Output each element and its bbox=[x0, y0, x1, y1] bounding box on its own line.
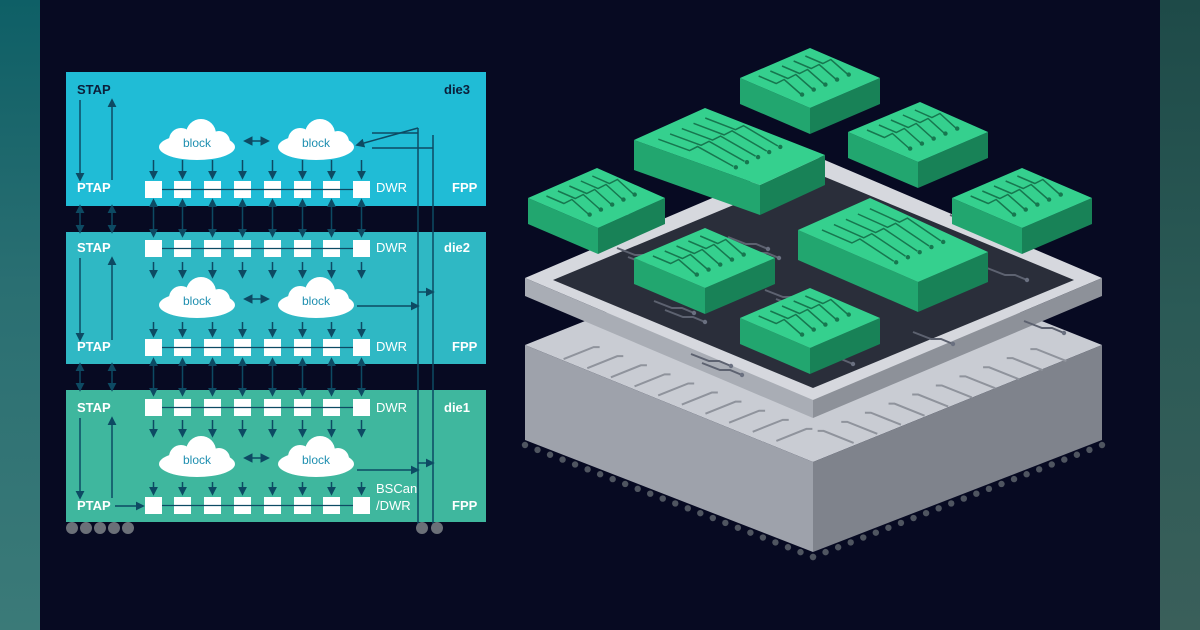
die1-bscan-label-line2: /DWR bbox=[376, 498, 411, 513]
right-edge-band bbox=[1160, 0, 1200, 630]
die1-top-dwr-label: DWR bbox=[376, 400, 407, 415]
package-pins bbox=[66, 522, 443, 534]
die3-stap-label: STAP bbox=[77, 82, 111, 97]
block-label: block bbox=[183, 294, 212, 308]
die1-bottom-dwr-cell bbox=[145, 497, 162, 514]
chiplet-far-right bbox=[952, 168, 1092, 254]
chiplet-far-left bbox=[528, 168, 665, 254]
die2-top-dwr-cell bbox=[353, 240, 370, 257]
die2-panel: STAP die2 DWR PTAP FPP DWR bbox=[66, 232, 486, 364]
die2-ptap-label: PTAP bbox=[77, 339, 111, 354]
package-pin bbox=[122, 522, 134, 534]
die3-bottom-dwr-cell bbox=[145, 181, 162, 198]
package-pin bbox=[108, 522, 120, 534]
scan-wires bbox=[75, 98, 435, 525]
die3-bottom-dwr-cell bbox=[353, 181, 370, 198]
die1-ptap-label: PTAP bbox=[77, 498, 111, 513]
package-pin bbox=[66, 522, 78, 534]
block-clouds: block block block block block block bbox=[159, 119, 354, 477]
block-label: block bbox=[183, 136, 212, 150]
die2-top-dwr-cell bbox=[145, 240, 162, 257]
die1-bottom-dwr-cell bbox=[353, 497, 370, 514]
left-edge-band bbox=[0, 0, 40, 630]
die2-stap-label: STAP bbox=[77, 240, 111, 255]
die3-ptap-label: PTAP bbox=[77, 180, 111, 195]
package-pin bbox=[431, 522, 443, 534]
die3-block-right: block bbox=[278, 119, 354, 160]
die1-stap-label: STAP bbox=[77, 400, 111, 415]
die1-top-dwr-cell bbox=[353, 399, 370, 416]
die1-block-left: block bbox=[159, 436, 235, 477]
chiplets bbox=[528, 48, 1092, 374]
chiplet-mid-left bbox=[634, 228, 775, 314]
package-pin bbox=[94, 522, 106, 534]
die2-block-left: block bbox=[159, 277, 235, 318]
dwr-cells bbox=[145, 181, 370, 514]
die2-bottom-dwr-cell bbox=[353, 339, 370, 356]
chiplet-right bbox=[848, 102, 988, 188]
package-pin bbox=[80, 522, 92, 534]
die3-name: die3 bbox=[444, 82, 470, 97]
chiplet-large-left bbox=[634, 108, 825, 215]
die2-block-right: block bbox=[278, 277, 354, 318]
chiplet-large-center bbox=[798, 198, 988, 312]
die2-fpp-label: FPP bbox=[452, 339, 478, 354]
block-label: block bbox=[302, 136, 331, 150]
die3-fpp-label: FPP bbox=[452, 180, 478, 195]
die1-fpp-label: FPP bbox=[452, 498, 478, 513]
die3-block-left: block bbox=[159, 119, 235, 160]
block-label: block bbox=[302, 453, 331, 467]
die2-bottom-dwr-label: DWR bbox=[376, 339, 407, 354]
die1-block-right: block bbox=[278, 436, 354, 477]
chiplet-front bbox=[740, 288, 880, 374]
die3-dwr-label: DWR bbox=[376, 180, 407, 195]
die1-name: die1 bbox=[444, 400, 470, 415]
die1-bscan-label-line1: BSCan bbox=[376, 481, 417, 496]
die2-name: die2 bbox=[444, 240, 470, 255]
interposer-layer bbox=[525, 155, 1102, 418]
block-label: block bbox=[302, 294, 331, 308]
die2-top-dwr-label: DWR bbox=[376, 240, 407, 255]
block-label: block bbox=[183, 453, 212, 467]
die1-top-dwr-cell bbox=[145, 399, 162, 416]
die2-bottom-dwr-cell bbox=[145, 339, 162, 356]
chiplet-top bbox=[740, 48, 880, 134]
package-pin bbox=[416, 522, 428, 534]
